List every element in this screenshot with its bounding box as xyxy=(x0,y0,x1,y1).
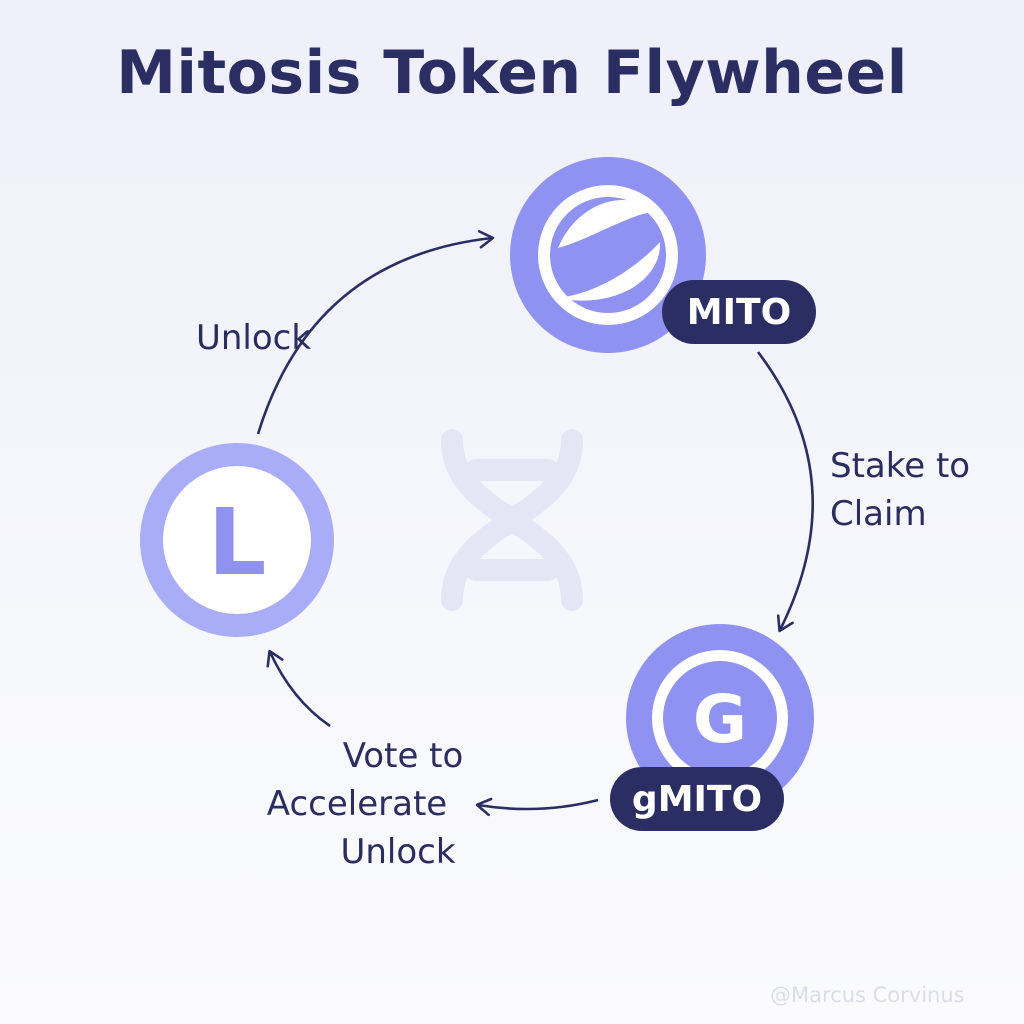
gmito-glyph: G xyxy=(693,681,747,758)
arrow-mito-to-gmito xyxy=(756,351,814,633)
l-token-icon: L xyxy=(140,443,334,637)
gmito-token-icon: G xyxy=(626,624,814,812)
vote-label-line-3: Unlock xyxy=(340,832,456,872)
vote-label-line-1: Vote to xyxy=(342,736,464,776)
vote-to-accelerate-label: Vote to Accelerate Unlock xyxy=(240,732,480,876)
vote-label-line-2: Accelerate xyxy=(266,784,448,824)
stake-to-claim-label: Stake to Claim xyxy=(830,446,971,534)
arrow-unlock-to-mito xyxy=(256,230,495,435)
mito-token-icon xyxy=(510,157,706,353)
unlock-label: Unlock xyxy=(196,318,312,358)
arrow-gmito-to-vote xyxy=(475,797,599,817)
mito-badge: MITO xyxy=(662,280,816,344)
watermark: @Marcus Corvinus xyxy=(770,983,965,1007)
dna-icon xyxy=(441,429,583,611)
l-glyph: L xyxy=(208,489,267,596)
gmito-badge: gMITO xyxy=(610,767,784,831)
page-title: Mitosis Token Flywheel xyxy=(116,38,908,108)
arrow-vote-to-l xyxy=(266,649,331,728)
